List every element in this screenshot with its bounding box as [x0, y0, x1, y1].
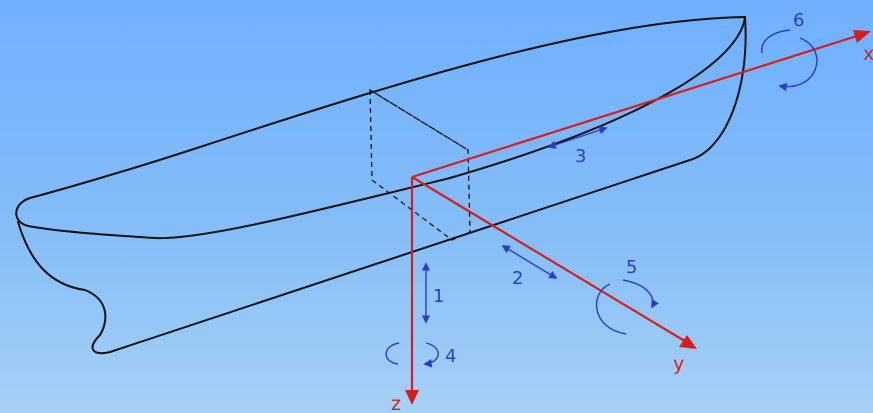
motion-3-arrow	[547, 126, 608, 149]
hull-side-bottom	[17, 16, 747, 355]
x-axis-line	[411, 33, 861, 179]
x-axis-arrowhead	[853, 30, 871, 43]
z-axis-arrowhead	[405, 390, 419, 405]
motion-5-arrow	[595, 279, 654, 335]
motion-1-label: 1	[433, 286, 444, 307]
hull-deck-outer-edge	[15, 16, 746, 239]
y-axis-line	[411, 176, 689, 344]
motion-4-label: 4	[445, 346, 456, 367]
motion-2-arrow	[501, 245, 558, 279]
z-axis-label: z	[391, 393, 401, 413]
hidden-section-edge	[369, 88, 471, 241]
motion-indicators: 1 2 3 4 5 6	[385, 10, 818, 367]
y-axis-arrowhead	[679, 335, 697, 349]
motion-3-label: 3	[575, 146, 586, 167]
hull-deck-inner-edge	[154, 16, 746, 240]
x-axis-label: x	[863, 43, 873, 65]
motion-6-arrow	[761, 29, 818, 87]
motion-4-arrow	[385, 342, 439, 364]
y-axis-label: y	[673, 353, 684, 375]
motion-5-label: 5	[626, 257, 637, 278]
motion-6-label: 6	[793, 10, 804, 31]
ship-hull	[15, 16, 747, 355]
coordinate-axes: x y z	[391, 30, 873, 413]
motion-2-label: 2	[512, 268, 523, 289]
